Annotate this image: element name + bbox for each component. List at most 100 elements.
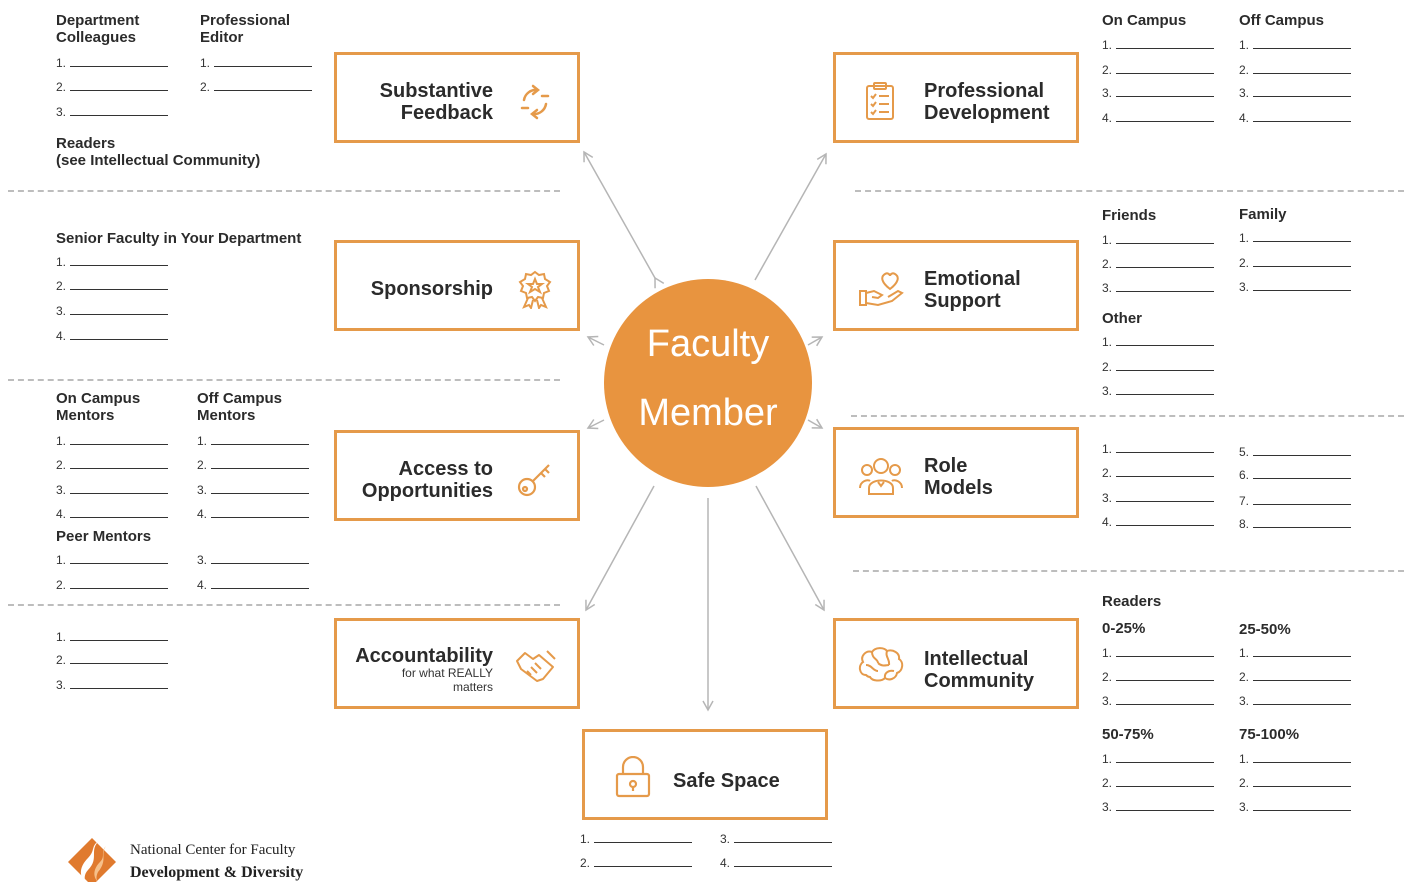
blank-line[interactable]: 2. <box>197 458 310 472</box>
blank-line[interactable]: 1. <box>1102 233 1215 247</box>
blank-line[interactable]: 2. <box>1239 63 1352 77</box>
list-heading: Department Colleagues <box>56 12 139 46</box>
blank-line[interactable]: 1. <box>1102 442 1215 456</box>
line-number: 2. <box>56 653 67 667</box>
line-number: 3. <box>720 832 731 846</box>
line-number: 3. <box>1239 800 1250 814</box>
blank-line[interactable]: 1. <box>1239 752 1352 766</box>
blank-line[interactable]: 2. <box>1102 670 1215 684</box>
separator <box>853 570 1404 572</box>
blank-line[interactable]: 1. <box>1239 231 1352 245</box>
separator <box>855 190 1404 192</box>
blank-line[interactable]: 1. <box>1102 38 1215 52</box>
blank-line[interactable]: 2. <box>56 279 169 293</box>
blank-line[interactable]: 3. <box>1239 280 1352 294</box>
blank-line[interactable]: 1. <box>56 630 169 644</box>
blank-line[interactable]: 3. <box>56 304 169 318</box>
line-number: 4. <box>1239 111 1250 125</box>
blank-line[interactable]: 3. <box>1102 384 1215 398</box>
brain-icon <box>858 647 904 682</box>
list-heading-line: (see Intellectual Community) <box>56 152 261 169</box>
blank-line[interactable]: 3. <box>1239 694 1352 708</box>
blank-line[interactable]: 2. <box>1239 256 1352 270</box>
arrow-role <box>807 418 824 429</box>
line-number: 3. <box>1102 384 1113 398</box>
separator <box>8 604 560 606</box>
line-number: 2. <box>1102 360 1113 374</box>
blank-line[interactable]: 3. <box>197 553 310 567</box>
blank-line[interactable]: 1. <box>1239 646 1352 660</box>
blank-line[interactable]: 4. <box>1102 515 1215 529</box>
line-number: 1. <box>56 553 67 567</box>
blank-line[interactable]: 1. <box>56 255 169 269</box>
list-heading: Off Campus Mentors <box>197 390 282 424</box>
box-title-line: Models <box>924 477 993 499</box>
box-title-line: Sponsorship <box>370 278 493 300</box>
blank-line[interactable]: 1. <box>200 56 313 70</box>
line-number: 1. <box>1102 38 1113 52</box>
list-heading: Off Campus <box>1239 12 1325 29</box>
arrow-intellectual <box>755 485 825 612</box>
blank-line[interactable]: 2. <box>1239 670 1352 684</box>
blank-line[interactable]: 6. <box>1239 468 1352 482</box>
box-title-line: Emotional <box>924 268 1021 290</box>
blank-line[interactable]: 4. <box>56 329 169 343</box>
blank-line[interactable]: 7. <box>1239 494 1352 508</box>
blank-line[interactable]: 4. <box>1239 111 1352 125</box>
blank-line[interactable]: 2. <box>56 458 169 472</box>
blank-line[interactable]: 4. <box>56 507 169 521</box>
line-number: 6. <box>1239 468 1250 482</box>
blank-line[interactable]: 4. <box>720 856 833 870</box>
blank-line[interactable]: 1. <box>1239 38 1352 52</box>
blank-line[interactable]: 1. <box>56 434 169 448</box>
line-number: 1. <box>200 56 211 70</box>
blank-line[interactable]: 3. <box>56 678 169 692</box>
blank-line[interactable]: 3. <box>720 832 833 846</box>
blank-line[interactable]: 1. <box>197 434 310 448</box>
blank-line[interactable]: 2. <box>56 653 169 667</box>
blank-line[interactable]: 3. <box>197 483 310 497</box>
list-heading: 0-25% <box>1102 620 1146 637</box>
blank-line[interactable]: 1. <box>56 553 169 567</box>
blank-line[interactable]: 8. <box>1239 517 1352 531</box>
list-heading: Friends <box>1102 207 1157 224</box>
blank-line[interactable]: 4. <box>197 578 310 592</box>
blank-line[interactable]: 2. <box>1239 776 1352 790</box>
blank-line[interactable]: 3. <box>1239 86 1352 100</box>
separator <box>851 415 1404 417</box>
blank-line[interactable]: 1. <box>1102 335 1215 349</box>
blank-line[interactable]: 3. <box>56 483 169 497</box>
professional-development-box: Professional Development <box>833 52 1079 143</box>
blank-line[interactable]: 1. <box>580 832 693 846</box>
line-number: 2. <box>1239 256 1250 270</box>
blank-line[interactable]: 3. <box>1102 800 1215 814</box>
blank-line[interactable]: 1. <box>1102 752 1215 766</box>
blank-line[interactable]: 3. <box>1239 800 1352 814</box>
line-number: 8. <box>1239 517 1250 531</box>
blank-line[interactable]: 2. <box>1102 360 1215 374</box>
logo-text-line1: National Center for Faculty <box>130 842 296 858</box>
list-heading: 75-100% <box>1239 726 1300 743</box>
blank-line[interactable]: 2. <box>56 80 169 94</box>
blank-line[interactable]: 2. <box>580 856 693 870</box>
blank-line[interactable]: 2. <box>1102 257 1215 271</box>
line-number: 2. <box>1102 257 1113 271</box>
blank-line[interactable]: 2. <box>56 578 169 592</box>
blank-line[interactable]: 5. <box>1239 445 1352 459</box>
blank-line[interactable]: 2. <box>1102 466 1215 480</box>
blank-line[interactable]: 3. <box>1102 86 1215 100</box>
blank-line[interactable]: 3. <box>56 105 169 119</box>
blank-line[interactable]: 2. <box>1102 63 1215 77</box>
list-heading: Senior Faculty in Your Department <box>56 230 302 247</box>
box-title-line: Role <box>924 455 968 477</box>
blank-line[interactable]: 3. <box>1102 694 1215 708</box>
blank-line[interactable]: 3. <box>1102 281 1215 295</box>
blank-line[interactable]: 1. <box>56 56 169 70</box>
arrow-emotional <box>807 336 824 347</box>
blank-line[interactable]: 4. <box>1102 111 1215 125</box>
blank-line[interactable]: 2. <box>200 80 313 94</box>
blank-line[interactable]: 4. <box>197 507 310 521</box>
blank-line[interactable]: 1. <box>1102 646 1215 660</box>
blank-line[interactable]: 2. <box>1102 776 1215 790</box>
blank-line[interactable]: 3. <box>1102 491 1215 505</box>
